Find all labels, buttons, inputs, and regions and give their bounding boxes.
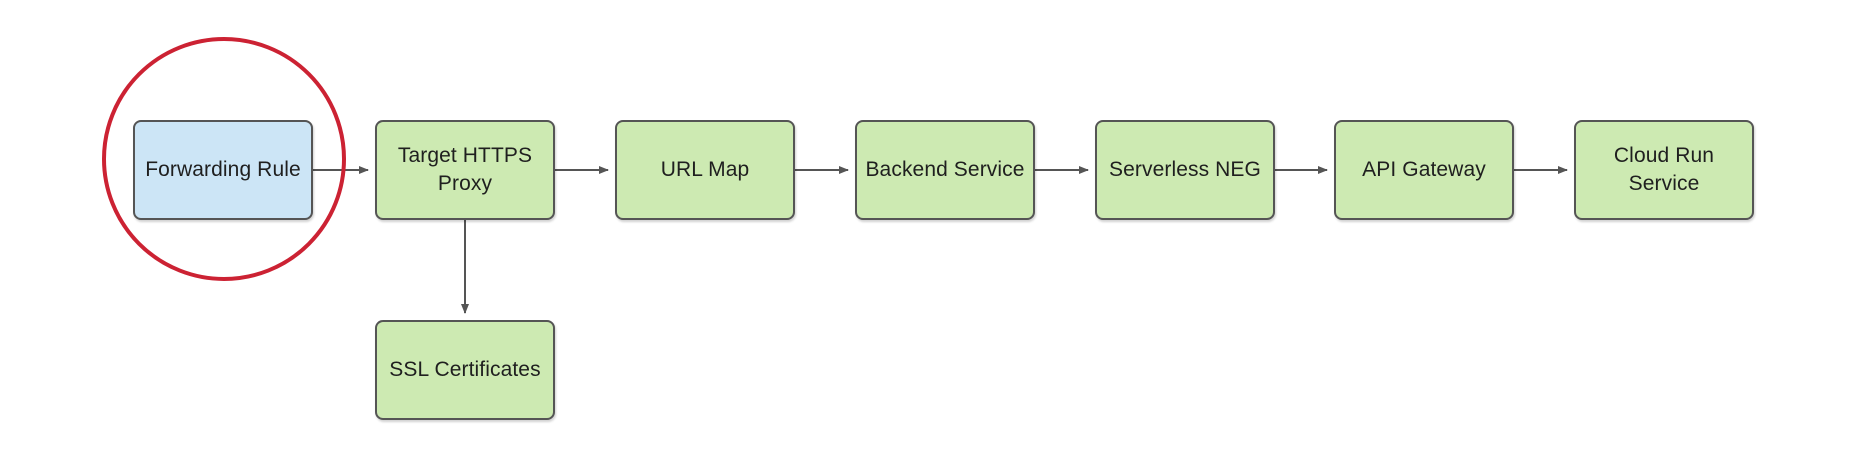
node-target-https-proxy[interactable]: Target HTTPS Proxy — [375, 120, 555, 220]
node-ssl-certificates[interactable]: SSL Certificates — [375, 320, 555, 420]
node-label-ssl-certificates: SSL Certificates — [389, 358, 541, 382]
node-forwarding-rule[interactable]: Forwarding Rule — [133, 120, 313, 220]
node-label-serverless-neg: Serverless NEG — [1109, 158, 1261, 182]
node-label-api-gateway: API Gateway — [1362, 158, 1486, 182]
node-label-cloud-run-service: Cloud Run Service — [1613, 144, 1715, 195]
node-label-forwarding-rule: Forwarding Rule — [145, 158, 301, 182]
node-label-target-https-proxy: Target HTTPS Proxy — [397, 144, 533, 195]
node-serverless-neg[interactable]: Serverless NEG — [1095, 120, 1275, 220]
highlight-circle-forwarding-rule — [102, 37, 346, 281]
node-label-backend-service: Backend Service — [865, 158, 1025, 182]
node-backend-service[interactable]: Backend Service — [855, 120, 1035, 220]
node-label-url-map: URL Map — [660, 158, 750, 182]
node-cloud-run-service[interactable]: Cloud Run Service — [1574, 120, 1754, 220]
node-api-gateway[interactable]: API Gateway — [1334, 120, 1514, 220]
node-url-map[interactable]: URL Map — [615, 120, 795, 220]
